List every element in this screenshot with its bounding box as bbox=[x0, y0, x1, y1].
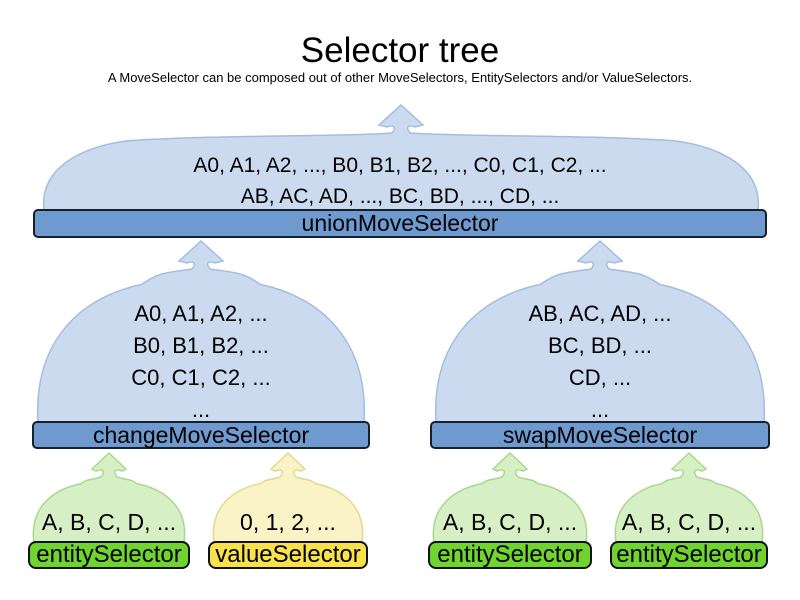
cloud-text-line: A0, A1, A2, ..., B0, B1, B2, ..., C0, C1… bbox=[193, 154, 607, 177]
union-move-selector-bar: unionMoveSelector bbox=[33, 209, 767, 238]
value-cloud-arrow-shape bbox=[212, 451, 364, 544]
entity-cloud-arrow-shape bbox=[614, 451, 764, 544]
union-cloud-arrow-shape bbox=[42, 103, 760, 212]
bar-label: entitySelector bbox=[36, 541, 182, 568]
entity-cloud-arrow-shape bbox=[32, 451, 186, 544]
cloud-text-line: C0, C1, C2, ... bbox=[131, 365, 271, 390]
bar-label: swapMoveSelector bbox=[502, 421, 698, 448]
cloud-text-line: AB, AC, AD, ..., BC, BD, ..., CD, ... bbox=[240, 185, 560, 208]
swap-cloud-arrow-shape bbox=[434, 239, 766, 424]
entity-cloud-arrow-shape bbox=[432, 451, 588, 544]
value-selector-bar: valueSelector bbox=[208, 541, 368, 569]
bar-label: entitySelector bbox=[616, 541, 762, 568]
entity-selector-bar: entitySelector bbox=[428, 541, 592, 569]
cloud-text-line: CD, ... bbox=[568, 365, 632, 390]
swap-cloud-text: AB, AC, AD, ... BC, BD, ... CD, ... ... bbox=[434, 298, 766, 426]
bar-label: valueSelector bbox=[215, 541, 361, 568]
change-cloud-arrow-shape bbox=[36, 239, 366, 424]
cloud-text-line: ... bbox=[191, 397, 211, 422]
value-cloud-text: 0, 1, 2, ... bbox=[240, 509, 336, 535]
entity-cloud-text: A, B, C, D, ... bbox=[442, 509, 578, 535]
page-subtitle: A MoveSelector can be composed out of ot… bbox=[107, 70, 693, 85]
page-title: Selector tree bbox=[300, 31, 500, 70]
cloud-text-line: ... bbox=[590, 397, 610, 422]
cloud-text-line: B0, B1, B2, ... bbox=[133, 333, 269, 358]
entity-cloud-text: A, B, C, D, ... bbox=[41, 509, 177, 535]
bar-label: changeMoveSelector bbox=[92, 421, 310, 448]
swap-move-selector-bar: swapMoveSelector bbox=[430, 421, 770, 449]
bar-label: entitySelector bbox=[437, 541, 583, 568]
entity-selector-bar: entitySelector bbox=[28, 541, 190, 569]
change-cloud-text: A0, A1, A2, ... B0, B1, B2, ... C0, C1, … bbox=[36, 298, 366, 426]
union-cloud-text: A0, A1, A2, ..., B0, B1, B2, ..., C0, C1… bbox=[0, 150, 800, 212]
bar-label: unionMoveSelector bbox=[301, 210, 499, 236]
cloud-text-line: AB, AC, AD, ... bbox=[528, 301, 672, 326]
entity-selector-bar: entitySelector bbox=[610, 541, 768, 569]
cloud-text-line: BC, BD, ... bbox=[548, 333, 652, 358]
entity-cloud-text: A, B, C, D, ... bbox=[621, 509, 757, 535]
cloud-text-line: A0, A1, A2, ... bbox=[134, 301, 268, 326]
change-move-selector-bar: changeMoveSelector bbox=[32, 421, 370, 449]
